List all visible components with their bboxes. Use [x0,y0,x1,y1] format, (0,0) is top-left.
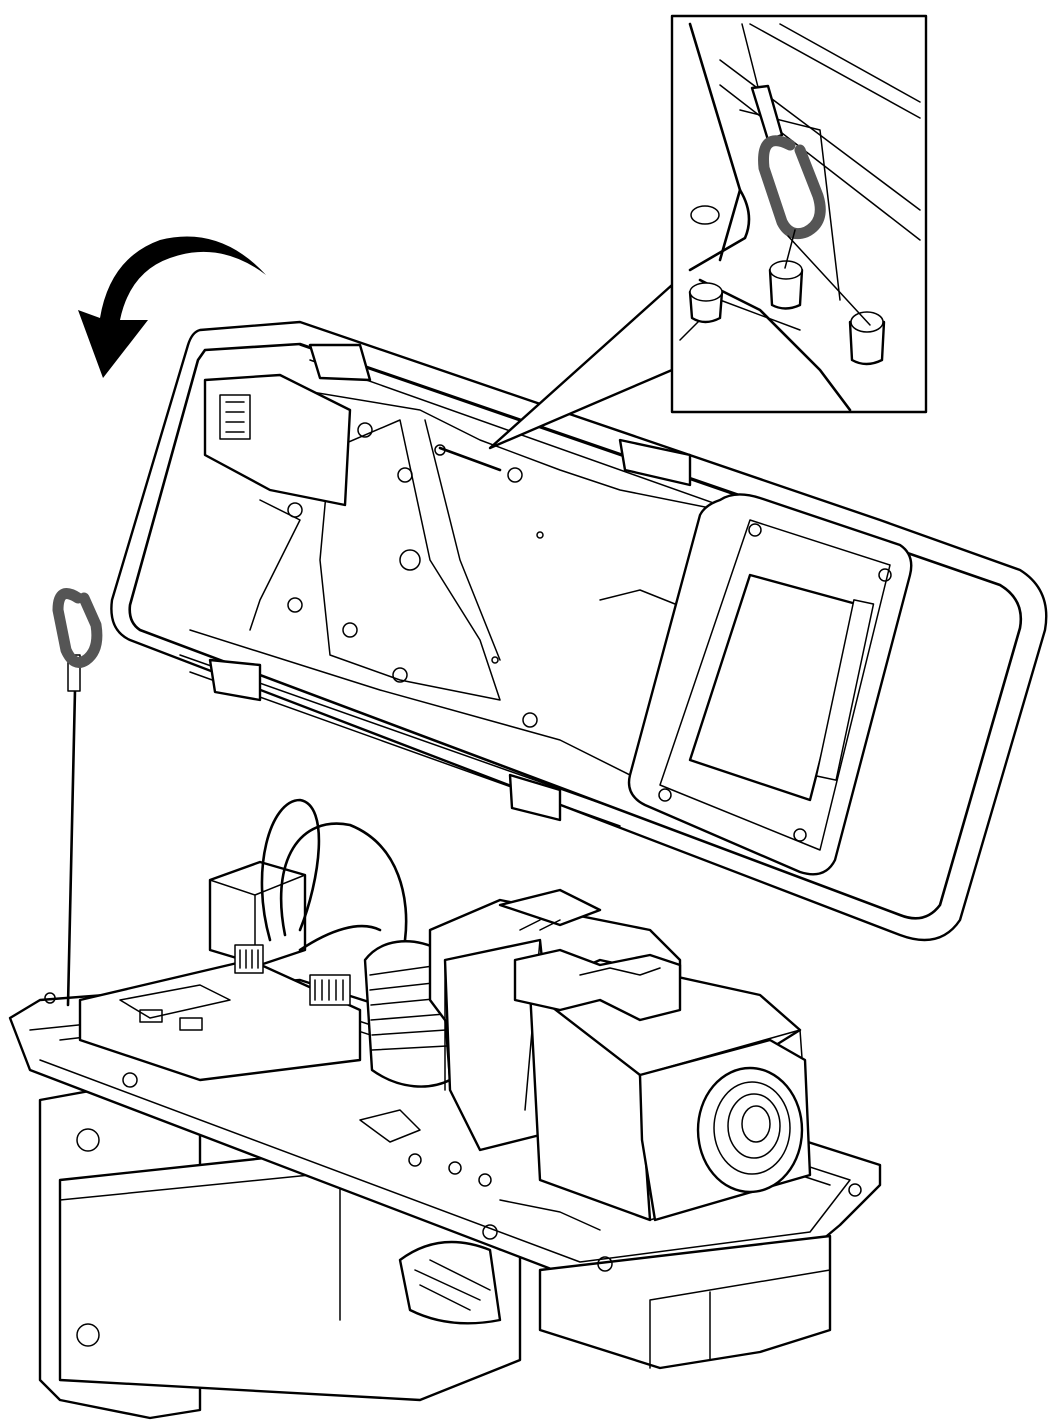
cover-window [627,493,913,876]
carabiner-clip-icon [52,588,103,668]
safety-wire [52,588,103,1007]
connector-block [234,944,351,1006]
housing-cover [110,320,1048,942]
camera-lens [696,1066,804,1194]
carabiner-clip-icon [758,135,826,240]
inset-detail-panel [488,14,928,450]
rotation-arrow-icon [78,236,266,378]
inset-content [679,22,921,412]
